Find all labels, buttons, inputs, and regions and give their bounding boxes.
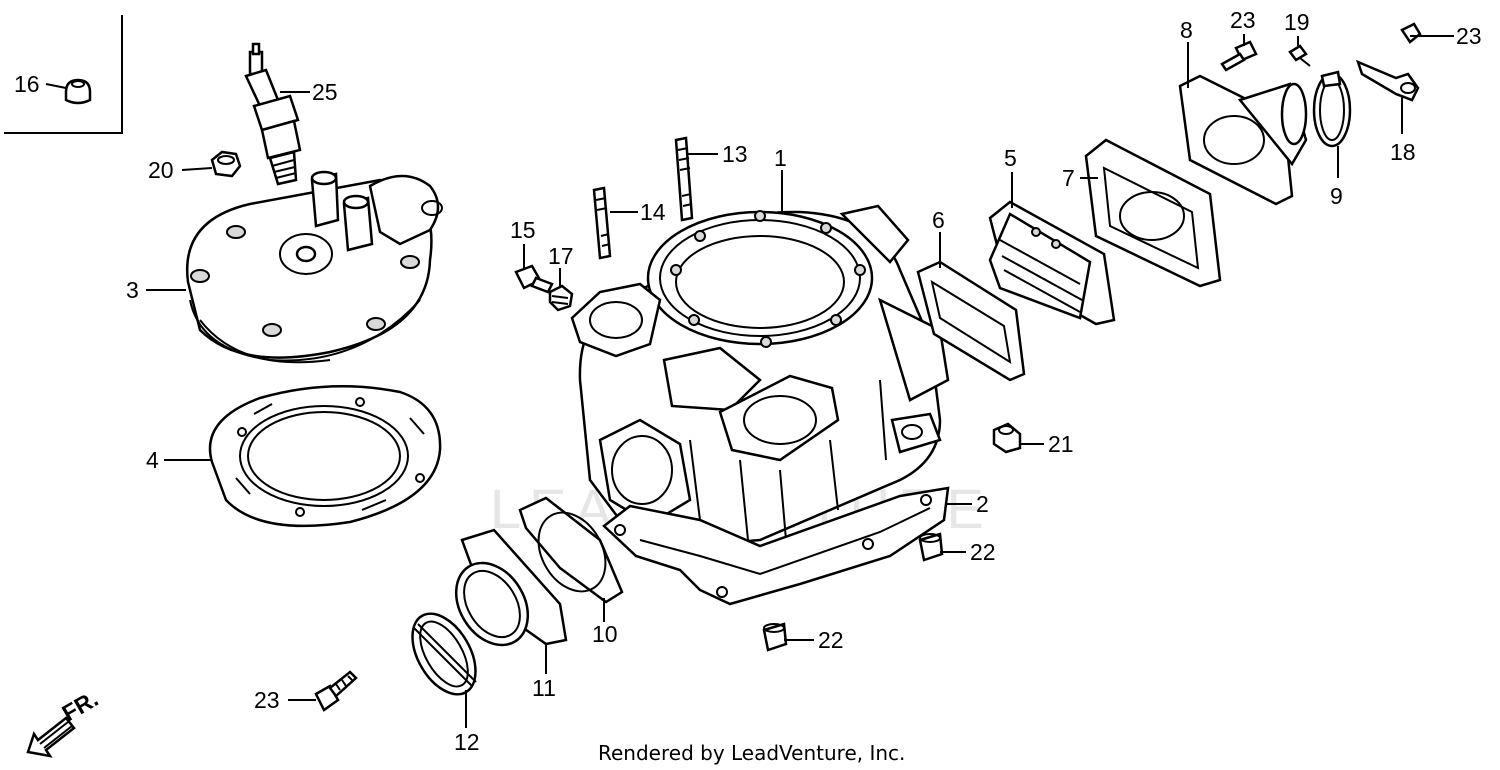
label-part-13: 13 [722, 141, 748, 167]
part-labels: 16 25 20 3 4 1 13 14 15 17 6 5 7 8 23 19… [14, 7, 1482, 755]
part-17-nut[interactable] [548, 284, 574, 312]
label-part-9: 9 [1330, 183, 1343, 209]
label-part-7: 7 [1062, 165, 1075, 191]
inset-bracket [4, 15, 123, 134]
label-part-18: 18 [1390, 139, 1416, 165]
label-part-21: 21 [1048, 431, 1074, 457]
label-part-22a: 22 [970, 539, 996, 565]
label-part-16: 16 [14, 71, 40, 97]
part-4-head-gasket[interactable] [208, 384, 442, 528]
part-20-nut[interactable] [210, 150, 242, 178]
part-19-screw[interactable] [1288, 44, 1311, 67]
label-part-17: 17 [548, 243, 574, 269]
label-part-23b: 23 [1456, 23, 1482, 49]
part-2-base-gasket[interactable] [602, 486, 950, 606]
part-7-gasket[interactable] [1084, 138, 1222, 288]
label-part-22b: 22 [818, 627, 844, 653]
label-part-3: 3 [126, 277, 139, 303]
label-part-14: 14 [640, 199, 666, 225]
part-5-reed-valve[interactable] [988, 200, 1116, 326]
leader-lines [45, 34, 1454, 728]
part-13-stud[interactable] [674, 136, 694, 222]
part-24-bolt[interactable] [314, 670, 358, 712]
part-3-cylinder-head[interactable] [185, 170, 443, 364]
part-23b-bolt[interactable] [1400, 22, 1440, 44]
label-part-23a: 23 [1230, 7, 1256, 33]
part-10-gasket[interactable] [518, 496, 624, 604]
part-23a-bolt[interactable] [1220, 40, 1258, 72]
part-22b-dowel[interactable] [762, 622, 788, 652]
label-part-20: 20 [148, 157, 174, 183]
label-part-2: 2 [976, 491, 989, 517]
label-part-10: 10 [592, 621, 618, 647]
label-part-25: 25 [312, 79, 338, 105]
label-part-1: 1 [774, 145, 787, 171]
label-part-8: 8 [1180, 17, 1193, 43]
part-11-exhaust-flange[interactable] [442, 528, 568, 658]
part-22a-dowel[interactable] [918, 532, 944, 562]
front-direction-arrow-icon: FR. [26, 685, 103, 758]
part-15-bolt[interactable] [514, 264, 554, 294]
part-16-cap[interactable] [64, 78, 92, 105]
label-part-15: 15 [510, 217, 536, 243]
label-part-5: 5 [1004, 145, 1017, 171]
label-part-19: 19 [1284, 9, 1310, 35]
credit-caption: Rendered by LeadVenture, Inc. [598, 741, 905, 765]
part-25-spark-plug[interactable] [244, 42, 302, 186]
label-part-6: 6 [932, 207, 945, 233]
label-part-24: 23 [254, 687, 280, 713]
part-9-clamp[interactable] [1312, 70, 1352, 148]
part-18-bracket[interactable] [1355, 59, 1420, 102]
label-part-12: 12 [454, 729, 480, 755]
part-14-stud[interactable] [592, 186, 612, 260]
label-part-11: 11 [532, 675, 556, 701]
label-part-4: 4 [146, 447, 159, 473]
part-21-cap-nut[interactable] [992, 422, 1022, 454]
part-8-intake-manifold[interactable] [1178, 74, 1308, 206]
